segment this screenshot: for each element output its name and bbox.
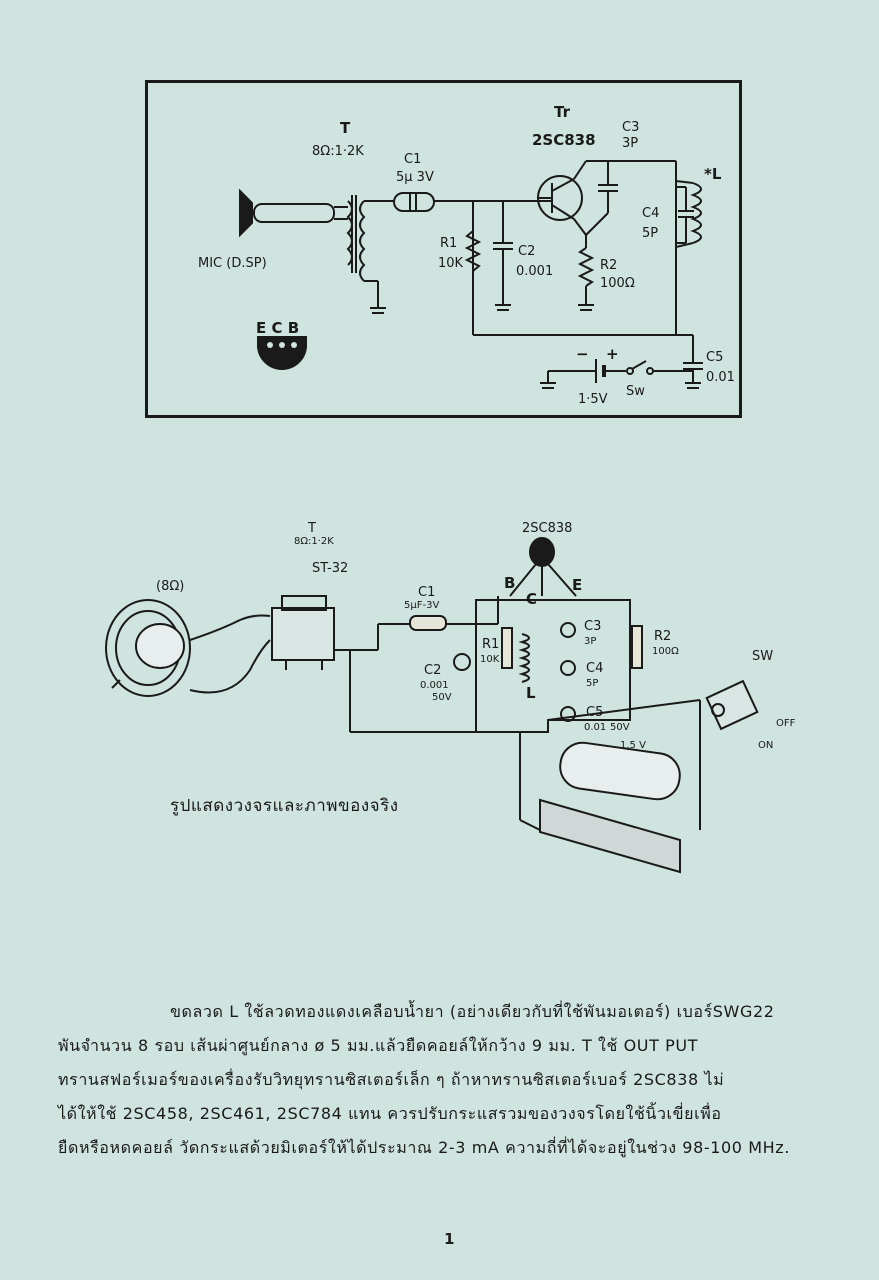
c5-value: 0.01 — [706, 370, 735, 385]
battery-holder-drawing — [539, 741, 681, 874]
wiring-l-label: L — [526, 684, 536, 702]
wiring-speaker-label: (8Ω) — [156, 579, 184, 594]
wiring-illustration: T 8Ω:1·2K ST-32 (8Ω) 2SC838 C1 5μF-3V B … — [105, 521, 796, 874]
wiring-c3-value: 3P — [584, 636, 596, 647]
wiring-sw-label: SW — [752, 649, 773, 664]
wiring-c2-label: C2 — [424, 663, 441, 678]
transistor-pinout-symbol — [256, 336, 308, 370]
resistor-r2-drawing — [631, 625, 643, 669]
wiring-st-label: ST-32 — [312, 561, 348, 576]
c4-label: C4 — [642, 206, 659, 221]
capacitor-c1-symbol — [393, 192, 553, 212]
wiring-t-label: T — [307, 521, 316, 536]
capacitor-c4-drawing — [560, 660, 576, 676]
wiring-c4-value: 5P — [586, 678, 598, 689]
resistor-r2-symbol — [577, 247, 595, 287]
r2-label: R2 — [600, 258, 617, 273]
transformer-symbol — [346, 195, 394, 314]
c2-label: C2 — [518, 244, 535, 259]
wiring-r2-value: 100Ω — [652, 646, 679, 657]
wiring-pin-e: E — [572, 576, 582, 594]
capacitor-c1-drawing — [409, 615, 447, 631]
wiring-t-ratio: 8Ω:1·2K — [294, 536, 334, 547]
wiring-pin-c: C — [526, 590, 537, 608]
wiring-c5-value: 0.01 — [584, 722, 606, 733]
transformer-ratio: 8Ω:1·2K — [312, 144, 364, 159]
transformer-st32-drawing — [271, 595, 335, 670]
paragraph-line: พันจำนวน 8 รอบ เส้นผ่าศูนย์กลาง ø 5 มม.แ… — [58, 1036, 699, 1055]
schematic-diagram: T 8Ω:1·2K MIC (D.SP) C1 5μ 3V Tr 2SC838 … — [145, 80, 742, 418]
microphone-symbol — [239, 188, 348, 238]
svg-text:−: − — [576, 345, 589, 363]
r1-value: 10K — [438, 256, 464, 271]
wiring-c1-label: C1 — [418, 585, 435, 600]
capacitor-c2-drawing — [453, 653, 471, 671]
c1-label: C1 — [404, 152, 421, 167]
figure-caption: รูปแสดงวงจรและภาพของจริง — [170, 796, 399, 816]
capacitor-c3-drawing — [560, 622, 576, 638]
c3-label: C3 — [622, 120, 639, 135]
wiring-c5-volt: 50V — [610, 722, 630, 733]
paragraph-line: ทรานสฟอร์เมอร์ของเครื่องรับวิทยุทรานซิสเ… — [58, 1070, 725, 1089]
wiring-c1-value: 5μF-3V — [404, 600, 439, 611]
battery-value: 1·5V — [578, 392, 608, 407]
wiring-r2-label: R2 — [654, 629, 671, 644]
capacitor-c3-symbol — [585, 184, 618, 236]
paragraph-line: ยืดหรือหดคอยล์ วัดกระแสด้วยมิเตอร์ให้ได้… — [58, 1138, 790, 1157]
tr-part: 2SC838 — [532, 131, 596, 149]
wiring-c4-label: C4 — [586, 661, 603, 676]
pinout-label: E C B — [256, 319, 299, 337]
paragraph-line: ขดลวด L ใช้ลวดทองแดงเคลือบน้ำยา (อย่างเด… — [170, 1002, 775, 1021]
capacitor-c2-symbol — [493, 242, 513, 311]
page-number: 1 — [444, 1230, 455, 1248]
c4-value: 5P — [642, 226, 658, 241]
transistor-tr-symbol — [537, 160, 587, 236]
wiring-c2-volt: 50V — [432, 692, 452, 703]
inductor-l-symbol — [690, 182, 702, 244]
mic-label: MIC (D.SP) — [198, 256, 267, 271]
capacitor-c5-symbol — [683, 362, 703, 389]
c1-value: 5μ 3V — [396, 170, 434, 185]
resistor-r1-drawing — [501, 627, 513, 669]
r2-value: 100Ω — [600, 276, 635, 291]
wiring-tr-part: 2SC838 — [522, 521, 572, 536]
sw-label: Sw — [626, 384, 645, 399]
wiring-c2-value: 0.001 — [420, 680, 449, 691]
wiring-c5-label: C5 — [586, 705, 603, 720]
c3-value: 3P — [622, 136, 638, 151]
wiring-on-label: ON — [758, 740, 773, 751]
switch-symbol — [626, 360, 654, 375]
transistor-drawing — [509, 537, 577, 597]
speaker-drawing — [105, 599, 191, 697]
tr-label: Tr — [554, 103, 571, 121]
r1-label: R1 — [440, 236, 457, 251]
wiring-r1-value: 10K — [480, 654, 500, 665]
c5-label: C5 — [706, 350, 723, 365]
wiring-c3-label: C3 — [584, 619, 601, 634]
resistor-r1-symbol — [464, 230, 482, 272]
c2-value: 0.001 — [516, 264, 553, 279]
switch-drawing — [705, 679, 759, 731]
capacitor-c4-symbol — [676, 186, 694, 244]
wiring-r1-label: R1 — [482, 637, 499, 652]
wiring-battery-value: 1.5 V — [620, 740, 646, 751]
body-paragraph: ขดลวด L ใช้ลวดทองแดงเคลือบน้ำยา (อย่างเด… — [58, 995, 848, 1165]
coil-l-drawing — [518, 633, 530, 683]
wiring-pin-b: B — [504, 574, 515, 592]
wiring-off-label: OFF — [776, 718, 796, 729]
l-label: *L — [704, 165, 722, 183]
transformer-label: T — [340, 119, 351, 137]
paragraph-line: ได้ให้ใช้ 2SC458, 2SC461, 2SC784 แทน ควร… — [58, 1104, 722, 1123]
svg-text:+: + — [606, 345, 619, 363]
capacitor-c5-drawing — [560, 706, 576, 722]
